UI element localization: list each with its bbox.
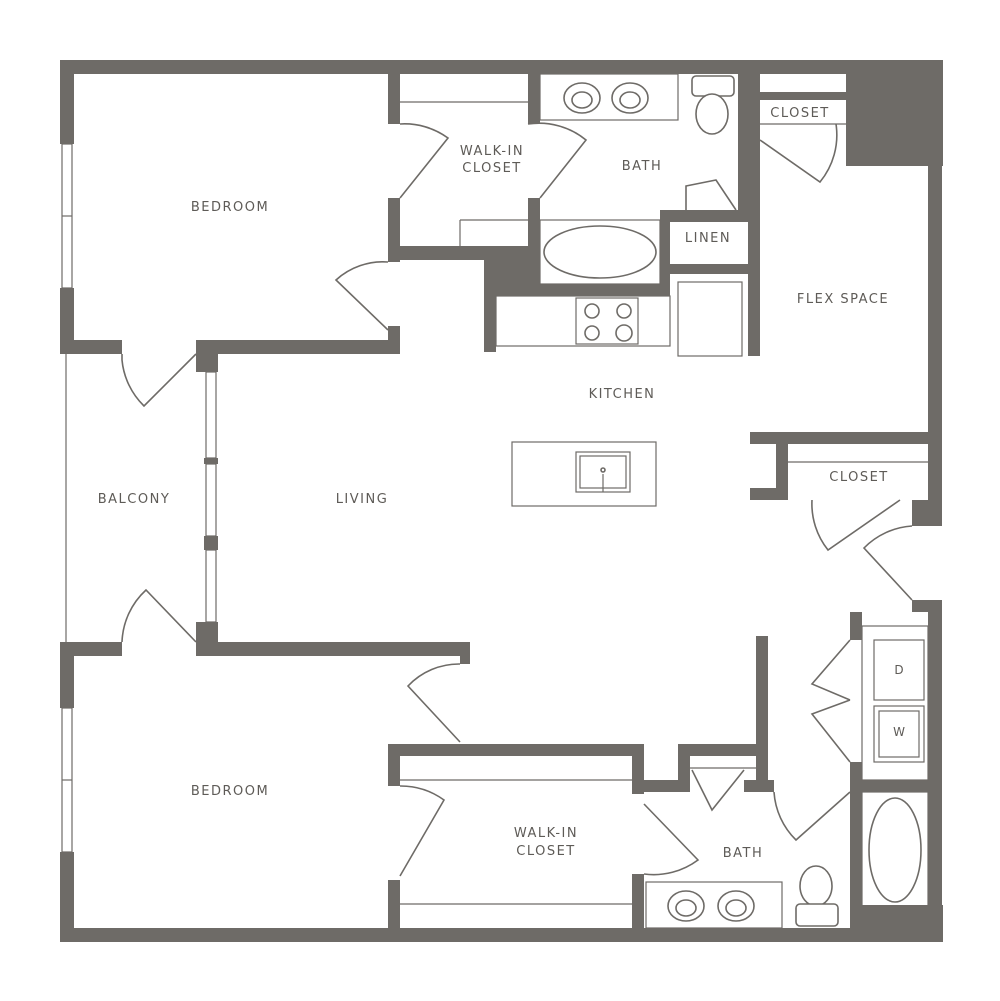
room-labels: BEDROOM WALK-IN CLOSET BATH CLOSET LINEN… [98,106,905,861]
flex-space-label: FLEX SPACE [797,292,889,307]
dryer-label: D [894,663,903,677]
linen-label: LINEN [685,231,731,246]
walkin-closet-bottom-label-line2: CLOSET [516,844,576,859]
bath-top-label: BATH [622,159,663,174]
closet-mid-label: CLOSET [829,470,889,485]
walkin-closet-top-label-line1: WALK-IN [460,144,524,159]
washer-label: W [893,725,905,739]
closet-top-label: CLOSET [770,106,830,121]
fixtures [495,73,929,929]
bedroom-bottom-label: BEDROOM [191,784,269,799]
interior-walls [60,60,942,942]
walkin-closet-top-label-line2: CLOSET [462,161,522,176]
bedroom-top-label: BEDROOM [191,200,269,215]
doors [121,122,913,877]
kitchen-label: KITCHEN [589,387,656,402]
balcony-label: BALCONY [98,492,171,507]
living-label: LIVING [336,492,389,507]
exterior-walls [60,60,943,942]
walkin-closet-bottom-label-line1: WALK-IN [514,826,578,841]
bath-bottom-label: BATH [723,846,764,861]
